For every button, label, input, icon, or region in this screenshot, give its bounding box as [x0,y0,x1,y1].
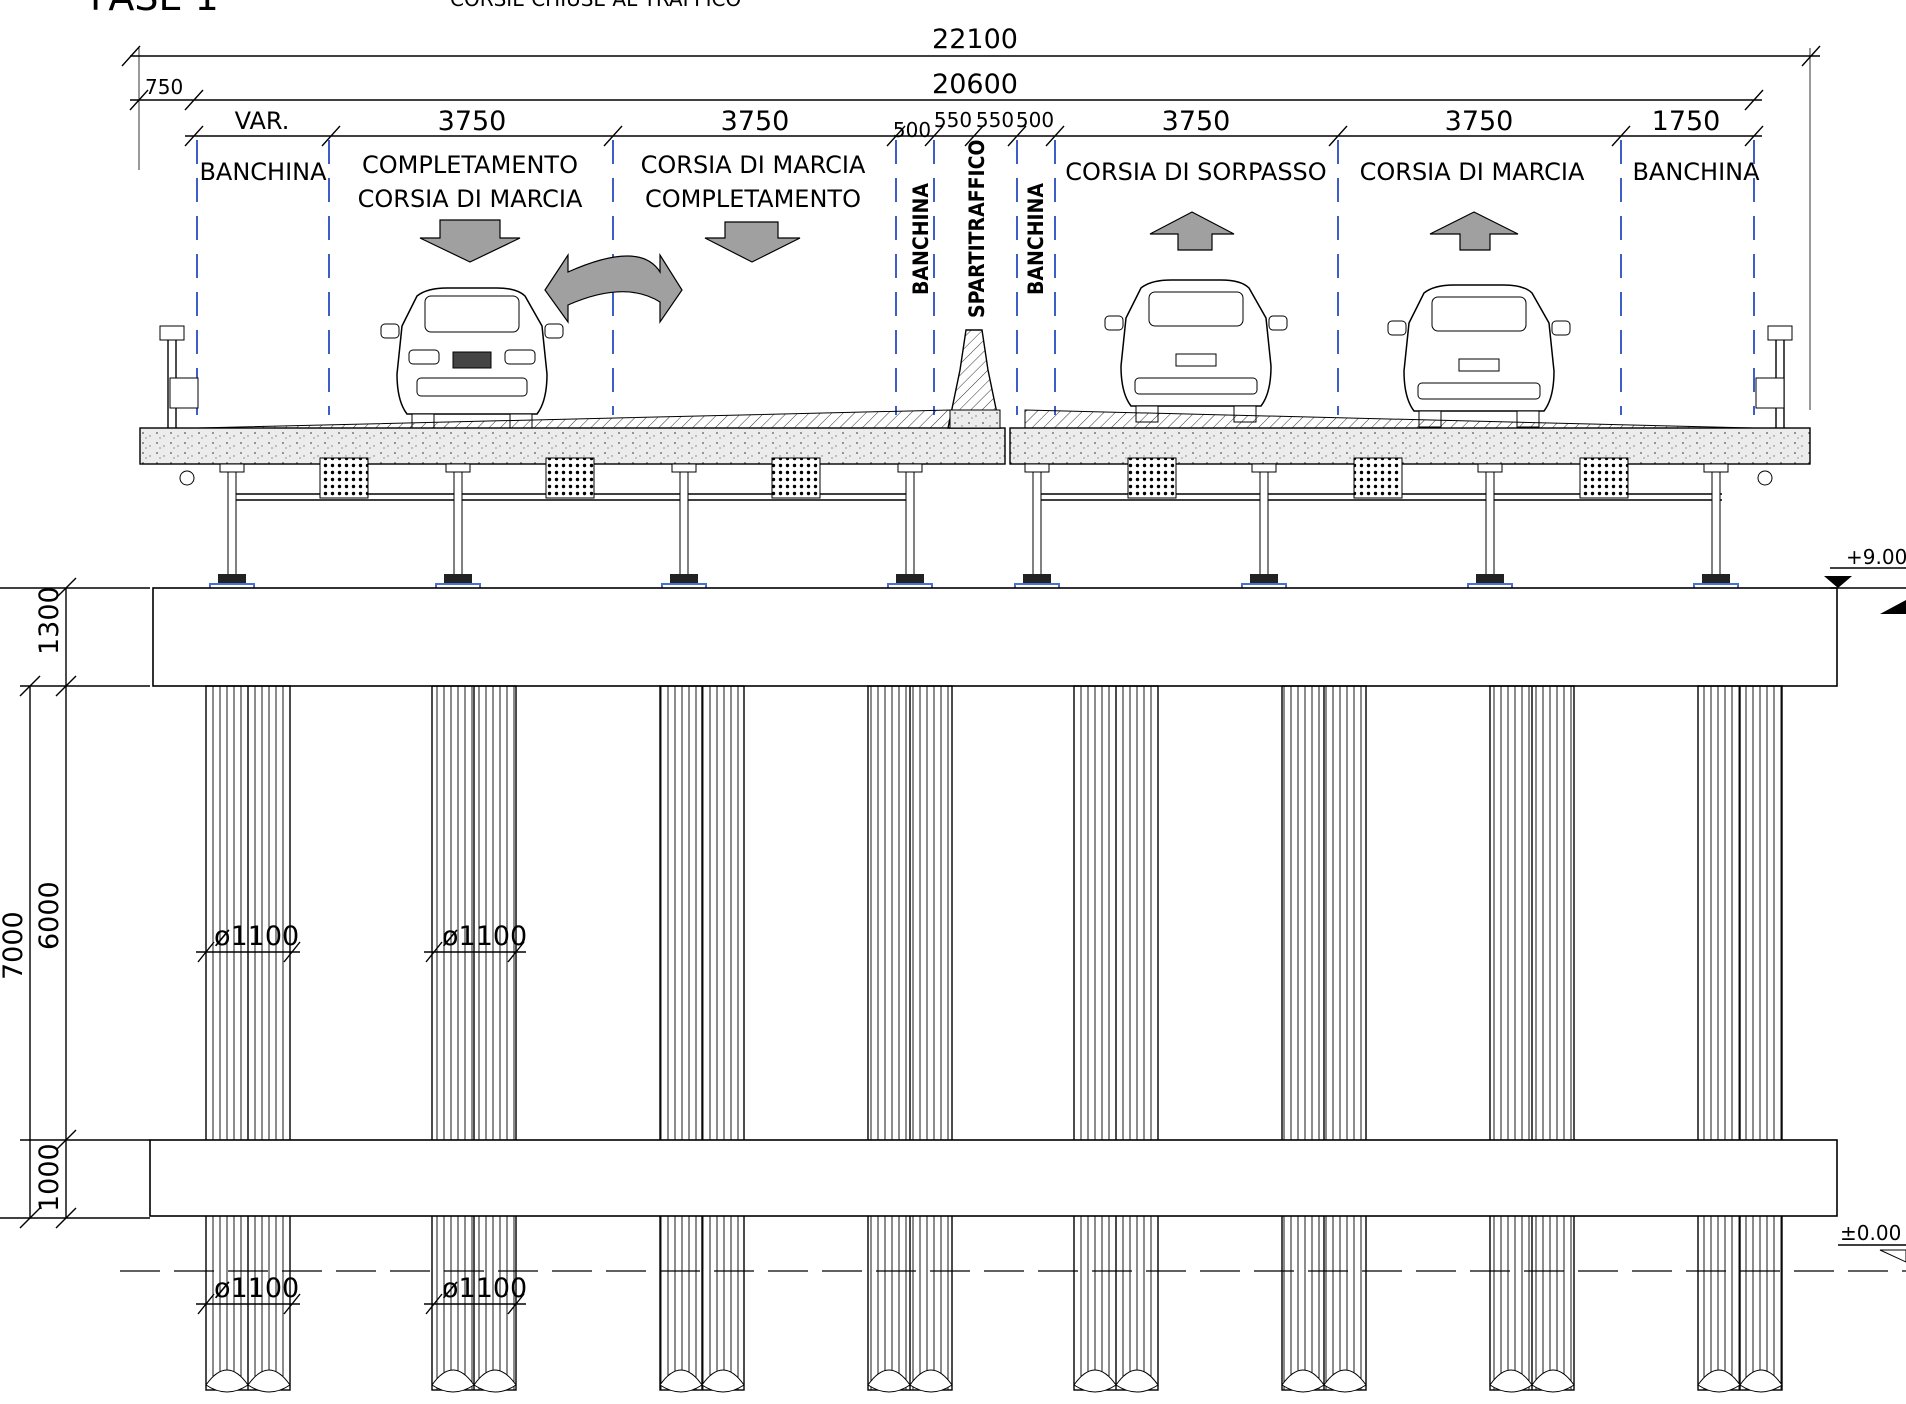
deck-slab-left [139,409,1006,465]
lane-labels: BANCHINA COMPLETAMENTO CORSIA DI MARCIA … [199,140,1760,319]
pile [1281,685,1367,1393]
bolted-splice [1353,457,1403,499]
pile [431,685,517,1393]
level-water-text: ±0.00 [1840,1221,1901,1245]
label-banchina-right: BANCHINA [1632,158,1760,186]
girder [887,463,933,595]
dim-base-slab: 1000 [34,1143,65,1212]
pile-diameter-label: ø1100 [214,1273,299,1304]
base-slab [149,1139,1838,1217]
label-banchina-mid-left: BANCHINA [909,183,933,295]
dim-seg-spartitraffico-a: 550 [934,108,972,132]
pile [1073,685,1159,1393]
pile [1489,685,1575,1393]
pile-diameter-label: ø1100 [442,921,527,952]
car-rear-lane3-icon [1104,279,1288,423]
pile [867,685,953,1393]
label-lane1-line1: COMPLETAMENTO [362,151,578,179]
dim-seg-banchina-right: 1750 [1652,106,1721,137]
girder [661,463,707,595]
dim-overall: 22100 [932,24,1018,55]
pile-diameter-label: ø1100 [442,1273,527,1304]
label-lane1-line2: CORSIA DI MARCIA [358,185,583,213]
dim-total-height: 7000 [0,911,29,980]
phase-note: CORSIE CHIUSE AL TRAFFICO [450,0,741,11]
level-top-text: +9.00 [1846,545,1906,569]
deck-slab-right [1009,409,1811,465]
dim-seg-lane3: 3750 [1162,106,1231,137]
bolted-splice [771,457,821,499]
girder [1693,463,1739,595]
level-water-marker: ±0.00 [1838,1221,1906,1263]
dim-seg-var: VAR. [235,107,290,135]
dim-seg-lane2: 3750 [721,106,790,137]
girder [209,463,255,595]
car-rear-lane4-icon [1387,284,1571,428]
girder [1241,463,1287,595]
bolted-splice [545,457,595,499]
dim-pile-free: 6000 [34,881,65,950]
car-front-lane1-icon [380,287,564,431]
dim-seg-lane1: 3750 [438,106,507,137]
arrow-up-lane4-icon [1429,211,1519,251]
girder [1467,463,1513,595]
piles [205,685,1783,1393]
median-barrier [947,329,1001,429]
label-lane4: CORSIA DI MARCIA [1360,158,1585,186]
steel-girders [209,457,1739,595]
pile [205,685,291,1393]
traffic-arrows [419,211,1519,324]
pile-diameter-labels: ø1100 ø1100 ø1100 ø1100 [196,921,527,1315]
phase-title: FASE 1 [90,0,219,19]
dim-deck: 20600 [932,69,1018,100]
arrow-down-lane1-icon [419,219,521,263]
dimension-chains: 22100 20600 750 VAR. 3750 3750 500 550 5… [121,24,1821,410]
label-lane2-line1: CORSIA DI MARCIA [641,151,866,179]
dim-pier-cap: 1300 [34,586,65,655]
dim-left-offset: 750 [145,75,183,99]
dim-seg-banchina-a: 500 [893,118,931,142]
bolted-splice [1127,457,1177,499]
girder [435,463,481,595]
level-top-marker: +9.00 [1824,545,1906,614]
arrow-down-lane2-icon [704,221,801,263]
label-spartitraffico: SPARTITRAFFICO [965,140,989,319]
label-lane2-line2: COMPLETAMENTO [645,185,861,213]
dim-seg-banchina-b: 500 [1016,108,1054,132]
bolted-splice [319,457,369,499]
label-banchina-mid-right: BANCHINA [1024,183,1048,295]
label-lane3: CORSIA DI SORPASSO [1065,158,1326,186]
label-banchina-left: BANCHINA [199,158,327,186]
pile [1697,685,1783,1393]
girder [1014,463,1060,595]
dim-seg-lane4: 3750 [1445,106,1514,137]
pier-cap [152,587,1838,687]
curved-double-arrow-icon [544,252,683,324]
dim-seg-spartitraffico-b: 550 [976,108,1014,132]
pile [659,685,745,1393]
vertical-dimensions: 1300 6000 7000 1000 [0,577,150,1229]
bolted-splice [1579,457,1629,499]
arrow-up-lane3-icon [1149,211,1235,251]
pile-diameter-label: ø1100 [214,921,299,952]
